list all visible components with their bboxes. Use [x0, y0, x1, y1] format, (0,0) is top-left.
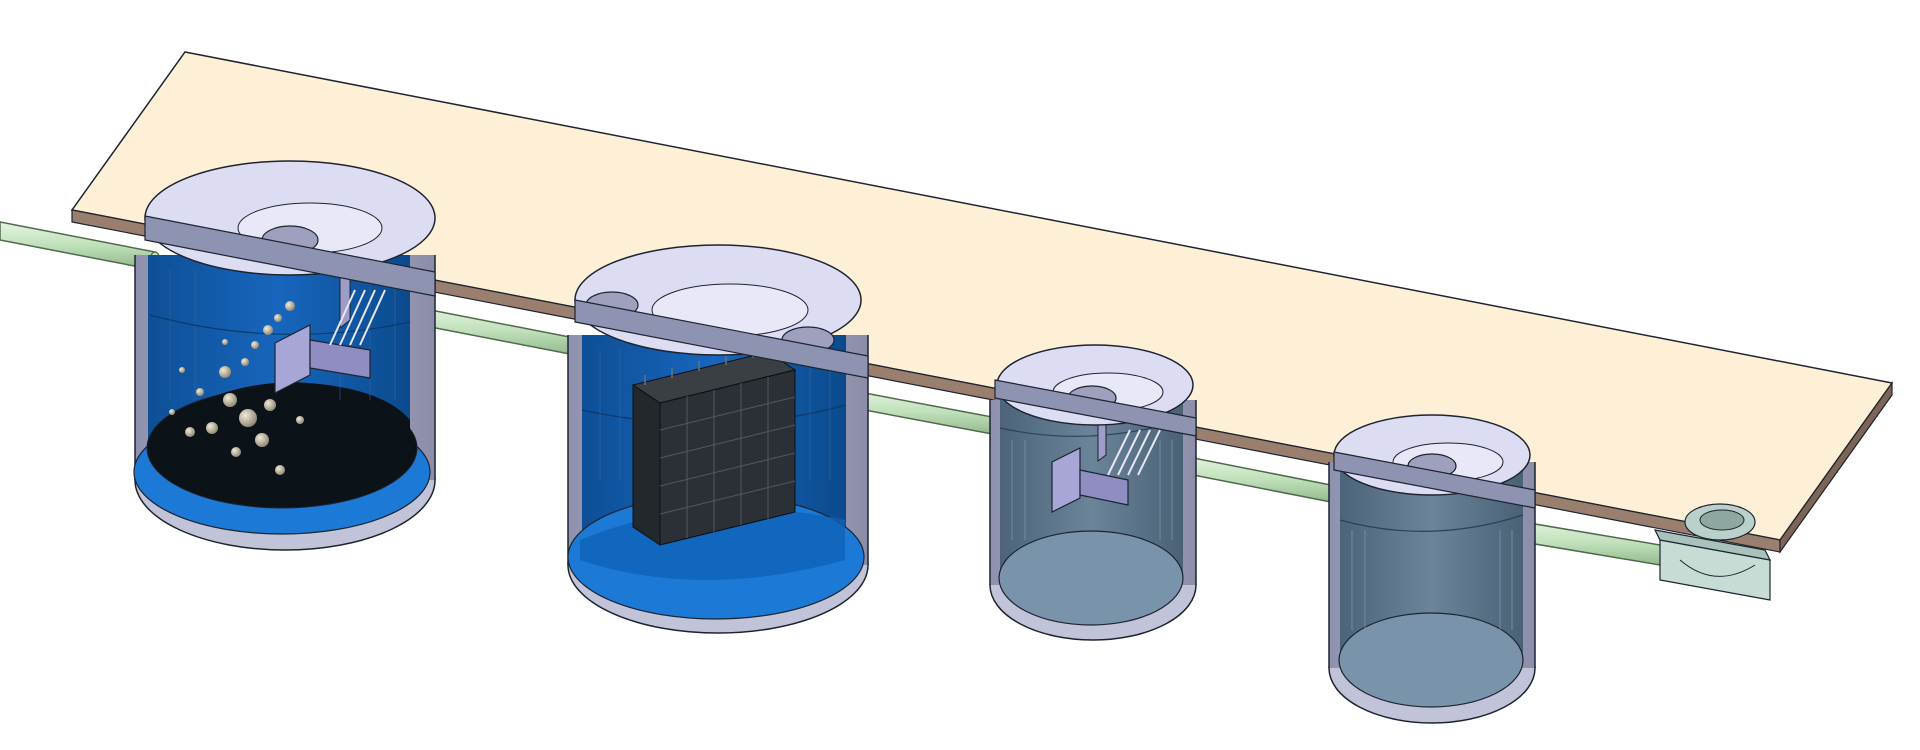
slab-right-edge [1779, 381, 1893, 554]
outlet-box [1653, 503, 1772, 601]
media-block-front [632, 384, 661, 546]
tank-3-lid-section [994, 379, 1197, 437]
tank-3-baffle-arm [1079, 469, 1129, 506]
tank-4-lid-section [1333, 451, 1536, 509]
tank-3-floor [998, 530, 1184, 626]
outlet-box-bowl [1679, 559, 1756, 577]
tank-3-clarifier [989, 344, 1197, 641]
tank-4-water-surface [1339, 514, 1524, 532]
tank-1-settling [133, 160, 436, 551]
tank-2-aeration [567, 244, 869, 634]
outlet-box-flange [1653, 529, 1772, 561]
tank-3-baffle [1051, 447, 1081, 513]
tank-4-floor [1338, 612, 1524, 708]
tank-4-outlet-chamber [1328, 414, 1536, 724]
tank-2-lid-section [574, 299, 869, 379]
tank-2-media-block [631, 348, 797, 546]
tank-1-lid-section [144, 215, 436, 297]
tank-1-baffle-arm [309, 339, 371, 379]
tank-1-water-surface [149, 314, 411, 336]
tank-1-baffle [274, 324, 311, 394]
outlet-box-opening [1699, 509, 1745, 531]
tank-1-sludge-top [150, 382, 410, 462]
media-block-side [659, 369, 796, 546]
